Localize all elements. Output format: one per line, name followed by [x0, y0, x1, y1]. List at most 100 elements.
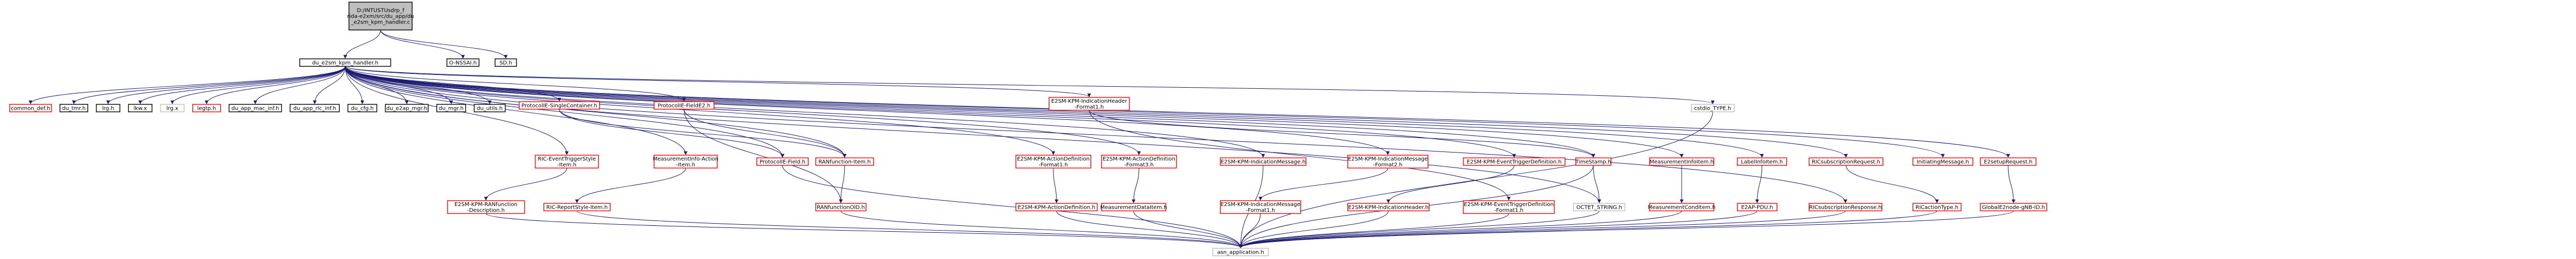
node-label: rida-e2xm/src/du_app/du	[347, 14, 414, 20]
node-box	[1220, 200, 1301, 214]
graph-node-event-trig-def-f1[interactable]: E2SM-KPM-EventTriggerDefinition-Format1.…	[1463, 200, 1555, 214]
node-box	[1347, 203, 1430, 211]
graph-node-meas-cond-item[interactable]: MeasurementCondItem.h	[1648, 203, 1716, 211]
graph-node-ind-hdr-f1[interactable]: E2SM-KPM-IndicationHeader-Format1.h	[1048, 97, 1130, 111]
graph-node-du-mgr[interactable]: du_mgr.h	[436, 104, 466, 112]
edge-n_cstd_type-to-n_asn_app	[1238, 111, 1713, 248]
graph-node-e2ap-pdu[interactable]: E2AP-PDU.h	[1737, 203, 1777, 211]
node-box	[1912, 203, 1962, 211]
graph-node-du-tmr[interactable]: du_tmr.h	[59, 104, 88, 112]
graph-node-ind-hdr[interactable]: E2SM-KPM-IndicationHeader.h	[1347, 203, 1430, 211]
graph-node-meas-info-action[interactable]: MeasurementInfo-Action-Item.h	[653, 155, 718, 169]
graph-node-lrg-h[interactable]: lrg.h	[96, 104, 120, 112]
edge-n_hdr-to-n_meas_info_item	[345, 66, 1684, 158]
node-label: E2SM-KPM-EventTriggerDefinition.h	[1466, 159, 1561, 165]
graph-node-ric-sub-resp[interactable]: RICsubscriptionResponse.h	[1808, 203, 1882, 211]
node-box	[756, 157, 809, 166]
graph-node-du-e2ap-mgr[interactable]: du_e2ap_mgr.h	[385, 104, 429, 112]
graph-node-ind-msg-f2[interactable]: E2SM-KPM-IndicationMessage-Format2.h	[1347, 155, 1428, 169]
node-label: du_mgr.h	[439, 106, 463, 112]
edge-n_hdr-to-n_du_app_mac	[253, 66, 346, 104]
node-box	[815, 203, 867, 211]
graph-node-common-def[interactable]: common_def.h	[9, 104, 52, 112]
graph-node-lrg-x[interactable]: lrg.x	[160, 104, 185, 112]
edge-n_hdr-to-n_pie_fieldE2	[345, 66, 686, 102]
graph-node-hdr[interactable]: du_e2sm_kpm_handler.h	[299, 58, 391, 67]
graph-node-ran-func-item[interactable]: RANfunction-Item.h	[815, 157, 874, 166]
edge-n_e2setup_req-to-n_global_e2node	[2008, 165, 2016, 203]
edge-n_ric_report_style-to-n_asn_app	[576, 210, 1243, 248]
edge-n_hdr-to-n_legtp	[204, 66, 346, 104]
edge-n_hdr-to-n_action_def_f1	[345, 66, 1055, 155]
graph-node-ric-report-style[interactable]: RIC-ReportStyle-Item.h	[543, 203, 611, 211]
node-box	[128, 104, 153, 112]
node-box	[436, 104, 466, 112]
graph-node-ric-sub-req[interactable]: RICsubscriptionRequest.h	[1808, 157, 1883, 166]
node-label: asn_application.h	[1217, 250, 1264, 256]
graph-node-event-trig-def[interactable]: E2SM-KPM-EventTriggerDefinition.h	[1463, 157, 1566, 166]
node-box	[1980, 157, 2037, 166]
graph-node-init-msg[interactable]: InitiatingMessage.h	[1912, 157, 1973, 166]
node-label: E2SM-KPM-RANfunction	[454, 202, 518, 208]
graph-node-ind-msg-f1[interactable]: E2SM-KPM-IndicationMessage-Format1.h	[1220, 200, 1301, 214]
edge-n_global_e2node-to-n_asn_app	[1238, 210, 2014, 248]
edge-n_hdr-to-n_ind_msg	[345, 66, 1265, 158]
graph-node-ran-func-oid[interactable]: RANfunctionOID.h	[815, 203, 867, 211]
graph-node-pie-single[interactable]: ProtocolIE-SingleContainer.h	[519, 101, 600, 110]
graph-node-e2setup-req[interactable]: E2setupRequest.h	[1980, 157, 2037, 166]
graph-node-action-def[interactable]: E2SM-KPM-ActionDefinition.h	[1015, 203, 1098, 211]
graph-node-ric-trig-style[interactable]: RIC-EventTriggerStyle-Item.h	[535, 155, 599, 169]
node-label: RANfunctionOID.h	[817, 205, 865, 211]
edge-n_action_def_f1-to-n_action_def	[1053, 167, 1059, 203]
graph-node-asn-app[interactable]: asn_application.h	[1212, 248, 1269, 256]
graph-node-du-app-rlc[interactable]: du_app_rlc_inf.h	[290, 104, 340, 112]
node-box	[1101, 155, 1177, 169]
edge-n_octet_string-to-n_asn_app	[1238, 210, 1600, 248]
graph-node-ric-action-type[interactable]: RICactionType.h	[1912, 203, 1962, 211]
graph-node-global-e2node[interactable]: GlobalE2node-gNB-ID.h	[1980, 203, 2047, 211]
graph-node-du-utils[interactable]: du_utils.h	[474, 104, 506, 112]
edge-n_hdr-to-n_action_def_f3	[345, 66, 1141, 155]
graph-node-meas-data-item[interactable]: MeasurementDataItem.h	[1100, 203, 1167, 211]
node-label: MeasurementInfo-Action	[653, 156, 718, 162]
graph-node-sd[interactable]: SD.h	[495, 58, 517, 67]
graph-node-ind-msg[interactable]: E2SM-KPM-IndicationMessage.h	[1220, 157, 1306, 166]
edge-n_action_def_f3-to-n_meas_data_item	[1131, 167, 1139, 203]
graph-node-cstd-type[interactable]: cstdio_TYPE.h	[1691, 104, 1735, 112]
node-box	[1212, 248, 1269, 256]
edge-n_pie_fieldE2-to-n_ran_func_oid	[683, 109, 843, 203]
graph-node-pie-field[interactable]: ProtocolIE-Field.h	[756, 157, 809, 166]
node-box	[1048, 97, 1130, 111]
graph-node-octet-string[interactable]: OCTET_STRING.h	[1573, 203, 1625, 211]
node-label: du_e2ap_mgr.h	[386, 106, 427, 112]
graph-node-du-cfg[interactable]: du_cfg.h	[347, 104, 377, 112]
node-label: lkw.x	[134, 106, 147, 112]
graph-node-action-def-f1[interactable]: E2SM-KPM-ActionDefinition-Format1.h	[1015, 155, 1091, 169]
graph-node-ran-func-desc[interactable]: E2SM-KPM-RANfunction-Description.h	[447, 200, 525, 214]
node-box	[299, 58, 391, 67]
graph-node-pie-fieldE2[interactable]: ProtocolIE-FieldE2.h	[654, 101, 715, 110]
edge-n_hdr-to-n_du_app_rlc	[313, 66, 346, 104]
node-box	[290, 104, 340, 112]
node-label: lrg.h	[102, 106, 115, 112]
node-label: -Format1.h	[1075, 104, 1104, 110]
graph-node-du-app-mac[interactable]: du_app_mac_inf.h	[229, 104, 282, 112]
graph-node-nssai[interactable]: O-NSSAI.h	[446, 58, 480, 67]
graph-node-label-info-item[interactable]: LabelInfoItem.h	[1737, 157, 1787, 166]
graph-node-lkw-x[interactable]: lkw.x	[128, 104, 153, 112]
graph-node-root[interactable]: D:/INTUSTUsdrp_frida-e2xm/src/du_app/du_…	[347, 2, 414, 31]
edge-n_ind_hdr_f1-to-n_event_trig_def_f1	[1089, 110, 1511, 201]
edge-n_ran_func_oid-to-n_asn_app	[840, 210, 1243, 248]
node-label: -Description.h	[467, 208, 505, 214]
edge-n_label_info_item-to-n_e2ap_pdu	[1755, 165, 1762, 203]
graph-node-meas-info-item[interactable]: MeasurementInfoItem.h	[1649, 157, 1714, 166]
edge-n_ran_func_desc-to-n_asn_app	[485, 213, 1243, 248]
graph-node-timestamp[interactable]: TimeStamp.h	[1575, 157, 1612, 166]
node-label: RICsubscriptionResponse.h	[1809, 205, 1881, 211]
node-box	[1737, 203, 1777, 211]
graph-node-action-def-f3[interactable]: E2SM-KPM-ActionDefinition-Format3.h	[1101, 155, 1177, 169]
node-box	[447, 200, 525, 214]
graph-node-legtp[interactable]: legtp.h	[192, 104, 221, 112]
node-box	[535, 155, 599, 169]
